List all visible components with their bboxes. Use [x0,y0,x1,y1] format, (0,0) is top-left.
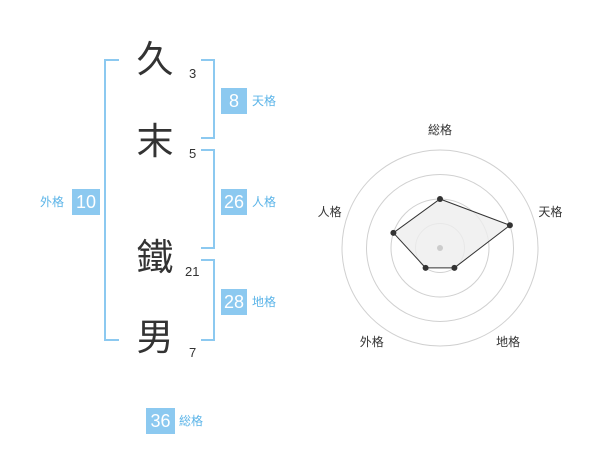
radar-point-4 [422,264,429,271]
tenkaku-label: 天格 [252,94,277,108]
radar-grid-circle [341,149,539,347]
name-char-2: 末 [136,120,174,163]
chikaku-bracket [201,259,215,341]
jinkaku-score: 26 [221,189,247,215]
radar-axis-label-1: 総格 [428,122,452,137]
radar-data-polygon [392,198,511,269]
radar-center-dot [437,245,443,251]
soukaku-score: 36 [146,408,175,434]
radar-axis-label-3: 地格 [496,334,520,349]
soukaku-label: 総格 [179,414,204,428]
chikaku-score: 28 [221,289,247,315]
radar-axis-label-2: 天格 [538,204,562,219]
stroke-count-3: 21 [185,264,200,279]
radar-point-1 [437,196,443,202]
stroke-count-2: 5 [189,146,197,161]
stroke-count-4: 7 [189,345,197,360]
gaikaku-score: 10 [72,189,100,215]
jinkaku-bracket [201,149,215,249]
radar-axis-label-5: 人格 [318,204,342,219]
radar-grid-circle [366,174,514,322]
name-char-3: 鐵 [136,236,174,279]
stroke-count-1: 3 [189,66,197,81]
tenkaku-score: 8 [221,88,247,114]
name-char-1: 久 [136,38,174,81]
gaikaku-label: 外格 [40,195,65,209]
radar-point-5 [390,229,397,236]
gaikaku-bracket [104,59,119,341]
name-char-4: 男 [136,316,174,359]
radar-point-3 [451,264,458,271]
jinkaku-label: 人格 [252,195,277,209]
tenkaku-bracket [201,59,215,139]
chikaku-label: 地格 [252,295,277,309]
radar-point-2 [506,222,513,229]
radar-axis-label-4: 外格 [360,334,384,349]
